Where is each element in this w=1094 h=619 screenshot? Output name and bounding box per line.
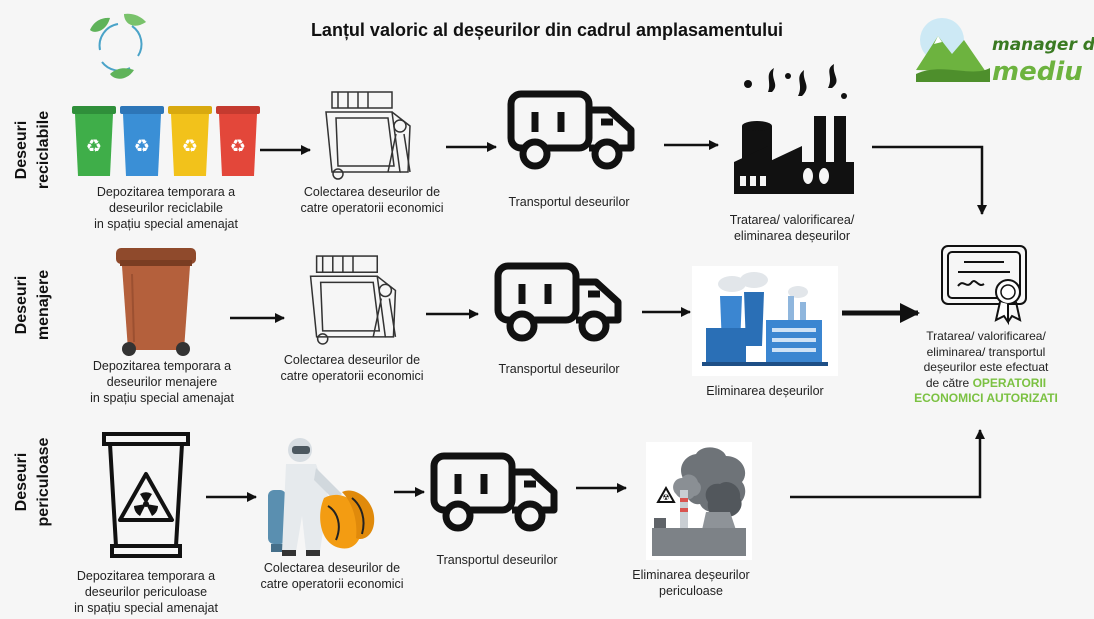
hazardous-bin-icon <box>102 432 190 558</box>
arrow <box>790 429 985 499</box>
truck-icon <box>494 262 622 342</box>
factory-icon <box>734 64 854 194</box>
recycle-leaves-icon <box>90 13 146 79</box>
svg-text:♻: ♻ <box>182 136 198 156</box>
certificate-icon <box>941 245 1027 326</box>
caption-menajere-eliminare: Eliminarea deșeurilor <box>706 384 824 398</box>
highlight-economici-autorizati: ECONOMICI AUTORIZATI <box>914 391 1058 405</box>
logo-line2: mediu <box>992 57 1083 87</box>
svg-text:♻: ♻ <box>134 136 150 156</box>
highlight-operatorii: OPERATORII <box>972 375 1047 390</box>
caption-reciclabile-tratare: Tratarea/ valorificarea/eliminarea deșeu… <box>729 213 855 243</box>
truck-icon <box>430 452 558 532</box>
logo-line1: manager de <box>992 35 1094 55</box>
caption-reciclabile-transport: Transportul deseurilor <box>508 195 630 209</box>
page-title: Lanțul valoric al deșeurilor din cadrul … <box>310 20 784 40</box>
waste-bin-icon <box>116 248 196 356</box>
caption-periculoase-transport: Transportul deseurilor <box>436 553 558 567</box>
smoking-chimney-icon: ☢ <box>646 442 752 560</box>
svg-text:♻: ♻ <box>86 136 102 156</box>
truck-icon <box>507 90 635 170</box>
svg-text:☢: ☢ <box>662 493 669 502</box>
garbage-truck-icon <box>309 255 397 345</box>
svg-text:♻: ♻ <box>230 136 246 156</box>
recycling-bins-icon: ♻ ♻ ♻ ♻ <box>72 106 260 176</box>
garbage-truck-icon <box>325 91 411 180</box>
manager-de-mediu-logo: manager de mediu <box>916 18 1094 87</box>
caption-menajere-transport: Transportul deseurilor <box>498 362 620 376</box>
hazmat-worker-icon <box>268 438 375 556</box>
power-plant-icon <box>692 266 838 376</box>
arrow <box>872 145 987 215</box>
caption-final: Tratarea/ valorificarea/ eliminarea/ tra… <box>912 329 1060 407</box>
